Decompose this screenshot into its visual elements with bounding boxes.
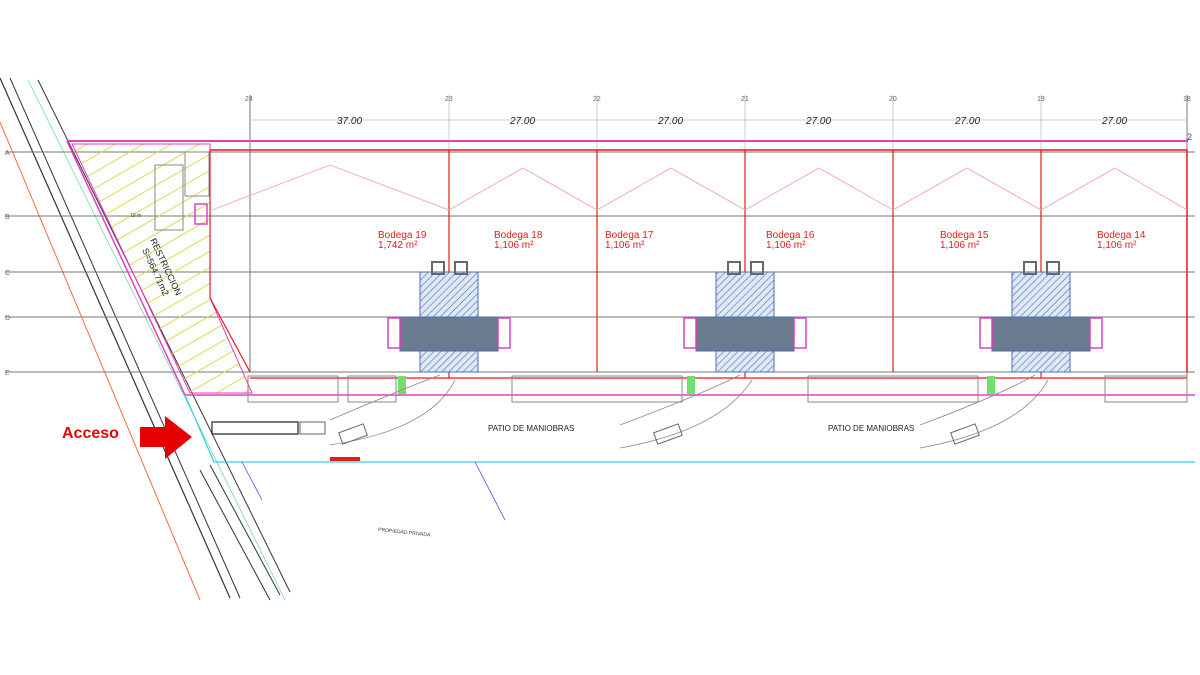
truck bbox=[653, 423, 683, 445]
svg-text:Bodega 14: Bodega 14 bbox=[1097, 230, 1146, 241]
patio-label: PATIO DE MANIOBRAS bbox=[828, 424, 914, 433]
truck bbox=[338, 423, 368, 445]
office-core-2 bbox=[683, 261, 807, 373]
svg-text:1,106 m²: 1,106 m² bbox=[1097, 240, 1137, 251]
office-core-3 bbox=[979, 261, 1103, 373]
svg-text:18: 18 bbox=[1183, 96, 1191, 103]
svg-text:Bodega 19: Bodega 19 bbox=[378, 230, 427, 241]
bodega-19[interactable]: Bodega 191,742 m² bbox=[378, 230, 427, 251]
svg-text:Bodega 18: Bodega 18 bbox=[494, 230, 543, 241]
svg-text:22: 22 bbox=[593, 96, 601, 103]
svg-text:27.00: 27.00 bbox=[1101, 116, 1127, 127]
grid-row-tags: A B C D E bbox=[5, 150, 10, 377]
svg-text:C: C bbox=[5, 270, 10, 277]
private-property-label: PROPIEDAD PRIVADA bbox=[378, 527, 431, 539]
guard-house bbox=[184, 151, 210, 197]
svg-text:27.00: 27.00 bbox=[954, 116, 980, 127]
office-core-1 bbox=[387, 261, 511, 373]
svg-text:23: 23 bbox=[445, 96, 453, 103]
corner-mark: 2 bbox=[1187, 132, 1192, 142]
bodega-17[interactable]: Bodega 171,106 m² bbox=[605, 230, 654, 251]
bodega-18[interactable]: Bodega 181,106 m² bbox=[494, 230, 543, 251]
warehouse-building bbox=[209, 149, 1188, 379]
svg-text:Bodega 17: Bodega 17 bbox=[605, 230, 654, 241]
svg-text:A: A bbox=[5, 150, 10, 157]
svg-text:D: D bbox=[5, 315, 10, 322]
grid-column-tags: 24 23 22 21 20 19 18 bbox=[245, 96, 1191, 103]
parking-row bbox=[247, 375, 1188, 403]
yard-boundary bbox=[184, 394, 1195, 463]
parking-stalls bbox=[154, 164, 184, 231]
restroom bbox=[194, 203, 208, 225]
svg-text:37.00: 37.00 bbox=[337, 116, 362, 127]
green-area bbox=[398, 376, 406, 394]
svg-text:Bodega 16: Bodega 16 bbox=[766, 230, 815, 241]
svg-text:27.00: 27.00 bbox=[509, 116, 535, 127]
svg-text:27.00: 27.00 bbox=[657, 116, 683, 127]
bodega-14[interactable]: Bodega 141,106 m² bbox=[1097, 230, 1146, 251]
svg-text:E: E bbox=[5, 370, 10, 377]
access-label: Acceso bbox=[62, 425, 119, 442]
gate bbox=[330, 457, 360, 461]
svg-text:21: 21 bbox=[741, 96, 749, 103]
svg-text:20: 20 bbox=[889, 96, 897, 103]
setback-label: 10 m bbox=[130, 213, 141, 219]
svg-text:1,106 m²: 1,106 m² bbox=[766, 240, 806, 251]
svg-text:B: B bbox=[5, 214, 10, 221]
svg-text:27.00: 27.00 bbox=[805, 116, 831, 127]
green-area bbox=[687, 376, 695, 394]
svg-text:1,106 m²: 1,106 m² bbox=[494, 240, 534, 251]
bodega-15[interactable]: Bodega 151,106 m² bbox=[940, 230, 989, 251]
bodega-16[interactable]: Bodega 161,106 m² bbox=[766, 230, 815, 251]
svg-text:19: 19 bbox=[1037, 96, 1045, 103]
truck bbox=[950, 423, 980, 445]
truck-maneuver-paths bbox=[329, 374, 1049, 449]
truck-cab bbox=[299, 421, 326, 435]
svg-text:Bodega 15: Bodega 15 bbox=[940, 230, 989, 241]
patio-label: PATIO DE MANIOBRAS bbox=[488, 424, 574, 433]
svg-text:24: 24 bbox=[245, 96, 253, 103]
truck-trailer bbox=[211, 421, 299, 435]
access-arrow-icon bbox=[140, 416, 192, 459]
green-area bbox=[987, 376, 995, 394]
svg-text:1,742 m²: 1,742 m² bbox=[378, 240, 418, 251]
svg-text:1,106 m²: 1,106 m² bbox=[940, 240, 980, 251]
dimensions: 37.00 27.00 27.00 27.00 27.00 27.00 bbox=[337, 116, 1127, 127]
svg-text:1,106 m²: 1,106 m² bbox=[605, 240, 645, 251]
